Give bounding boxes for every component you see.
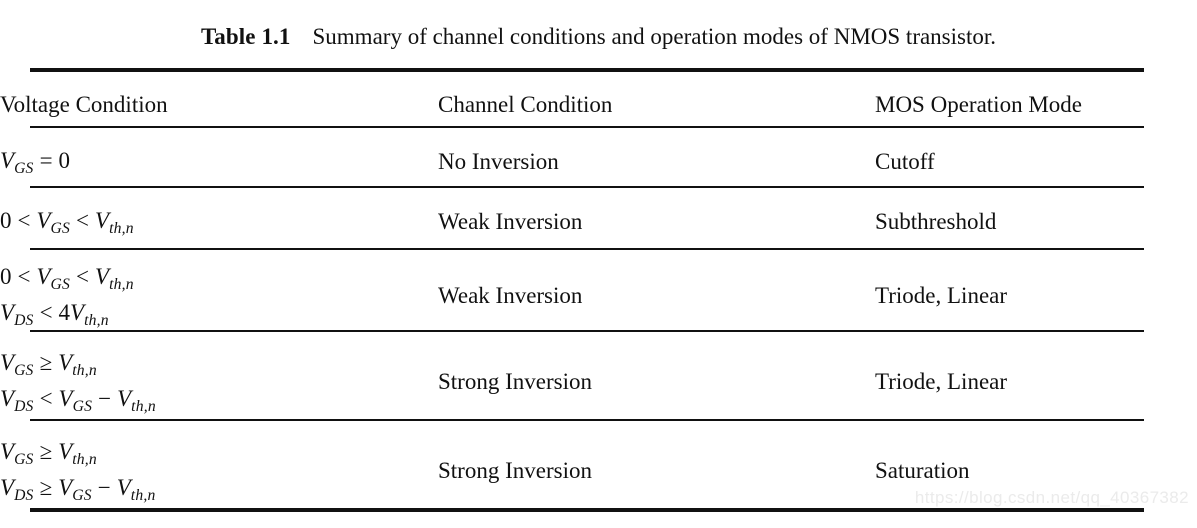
cell-operation-mode: Triode, Linear [875, 369, 1008, 394]
table-caption: Table 1.1 Summary of channel conditions a… [0, 22, 1197, 52]
rule-top [30, 68, 1144, 72]
table-header-row: Voltage Condition Channel Condition MOS … [0, 86, 1114, 124]
formula-line: 0<VGS<Vth,n [0, 264, 134, 293]
formula-line: VDS<4Vth,n [0, 300, 109, 329]
cell-channel-condition: No Inversion [438, 149, 559, 174]
formula-line: VGS≥Vth,n [0, 350, 97, 379]
rule-row-2 [30, 248, 1144, 250]
caption-text: Summary of channel conditions and operat… [312, 24, 997, 49]
cell-operation-mode: Saturation [875, 458, 970, 483]
cell-voltage-condition: VGS≥Vth,n VDS<VGS−Vth,n [0, 347, 438, 417]
cell-operation-mode: Triode, Linear [875, 283, 1008, 308]
rule-row-3 [30, 330, 1144, 332]
formula-line: VGS=0 [0, 148, 71, 177]
table-row: VGS≥Vth,n VDS<VGS−Vth,n Strong Inversion… [0, 348, 1114, 416]
header-voltage-condition: Voltage Condition [0, 92, 168, 117]
caption-label: Table 1.1 [200, 24, 291, 49]
cell-operation-mode: Subthreshold [875, 209, 997, 234]
rule-row-1 [30, 186, 1144, 188]
table-row: 0<VGS<Vth,n VDS<4Vth,n Weak Inversion Tr… [0, 262, 1114, 330]
table-row: VGS≥Vth,n VDS≥VGS−Vth,n Strong Inversion… [0, 437, 1114, 505]
cell-channel-condition: Strong Inversion [438, 458, 592, 483]
watermark: https://blog.csdn.net/qq_40367382 [914, 488, 1189, 507]
rule-bottom [30, 508, 1144, 512]
cell-operation-mode: Cutoff [875, 149, 935, 174]
rule-row-4 [30, 419, 1144, 421]
cell-voltage-condition: 0<VGS<Vth,n VDS<4Vth,n [0, 261, 438, 331]
cell-voltage-condition: VGS=0 [0, 145, 438, 179]
header-mos-operation-mode: MOS Operation Mode [875, 92, 1082, 117]
cell-voltage-condition: 0<VGS<Vth,n [0, 205, 438, 239]
rule-header [30, 126, 1144, 128]
cell-voltage-condition: VGS≥Vth,n VDS≥VGS−Vth,n [0, 436, 438, 506]
formula-line: VDS<VGS−Vth,n [0, 386, 156, 415]
table-row: 0<VGS<Vth,n Weak Inversion Subthreshold [0, 200, 1114, 244]
formula-line: VDS≥VGS−Vth,n [0, 475, 156, 504]
header-channel-condition: Channel Condition [438, 92, 613, 117]
formula-line: 0<VGS<Vth,n [0, 208, 134, 237]
cell-channel-condition: Weak Inversion [438, 209, 583, 234]
table-row: VGS=0 No Inversion Cutoff [0, 140, 1114, 184]
cell-channel-condition: Weak Inversion [438, 283, 583, 308]
formula-line: VGS≥Vth,n [0, 439, 97, 468]
cell-channel-condition: Strong Inversion [438, 369, 592, 394]
